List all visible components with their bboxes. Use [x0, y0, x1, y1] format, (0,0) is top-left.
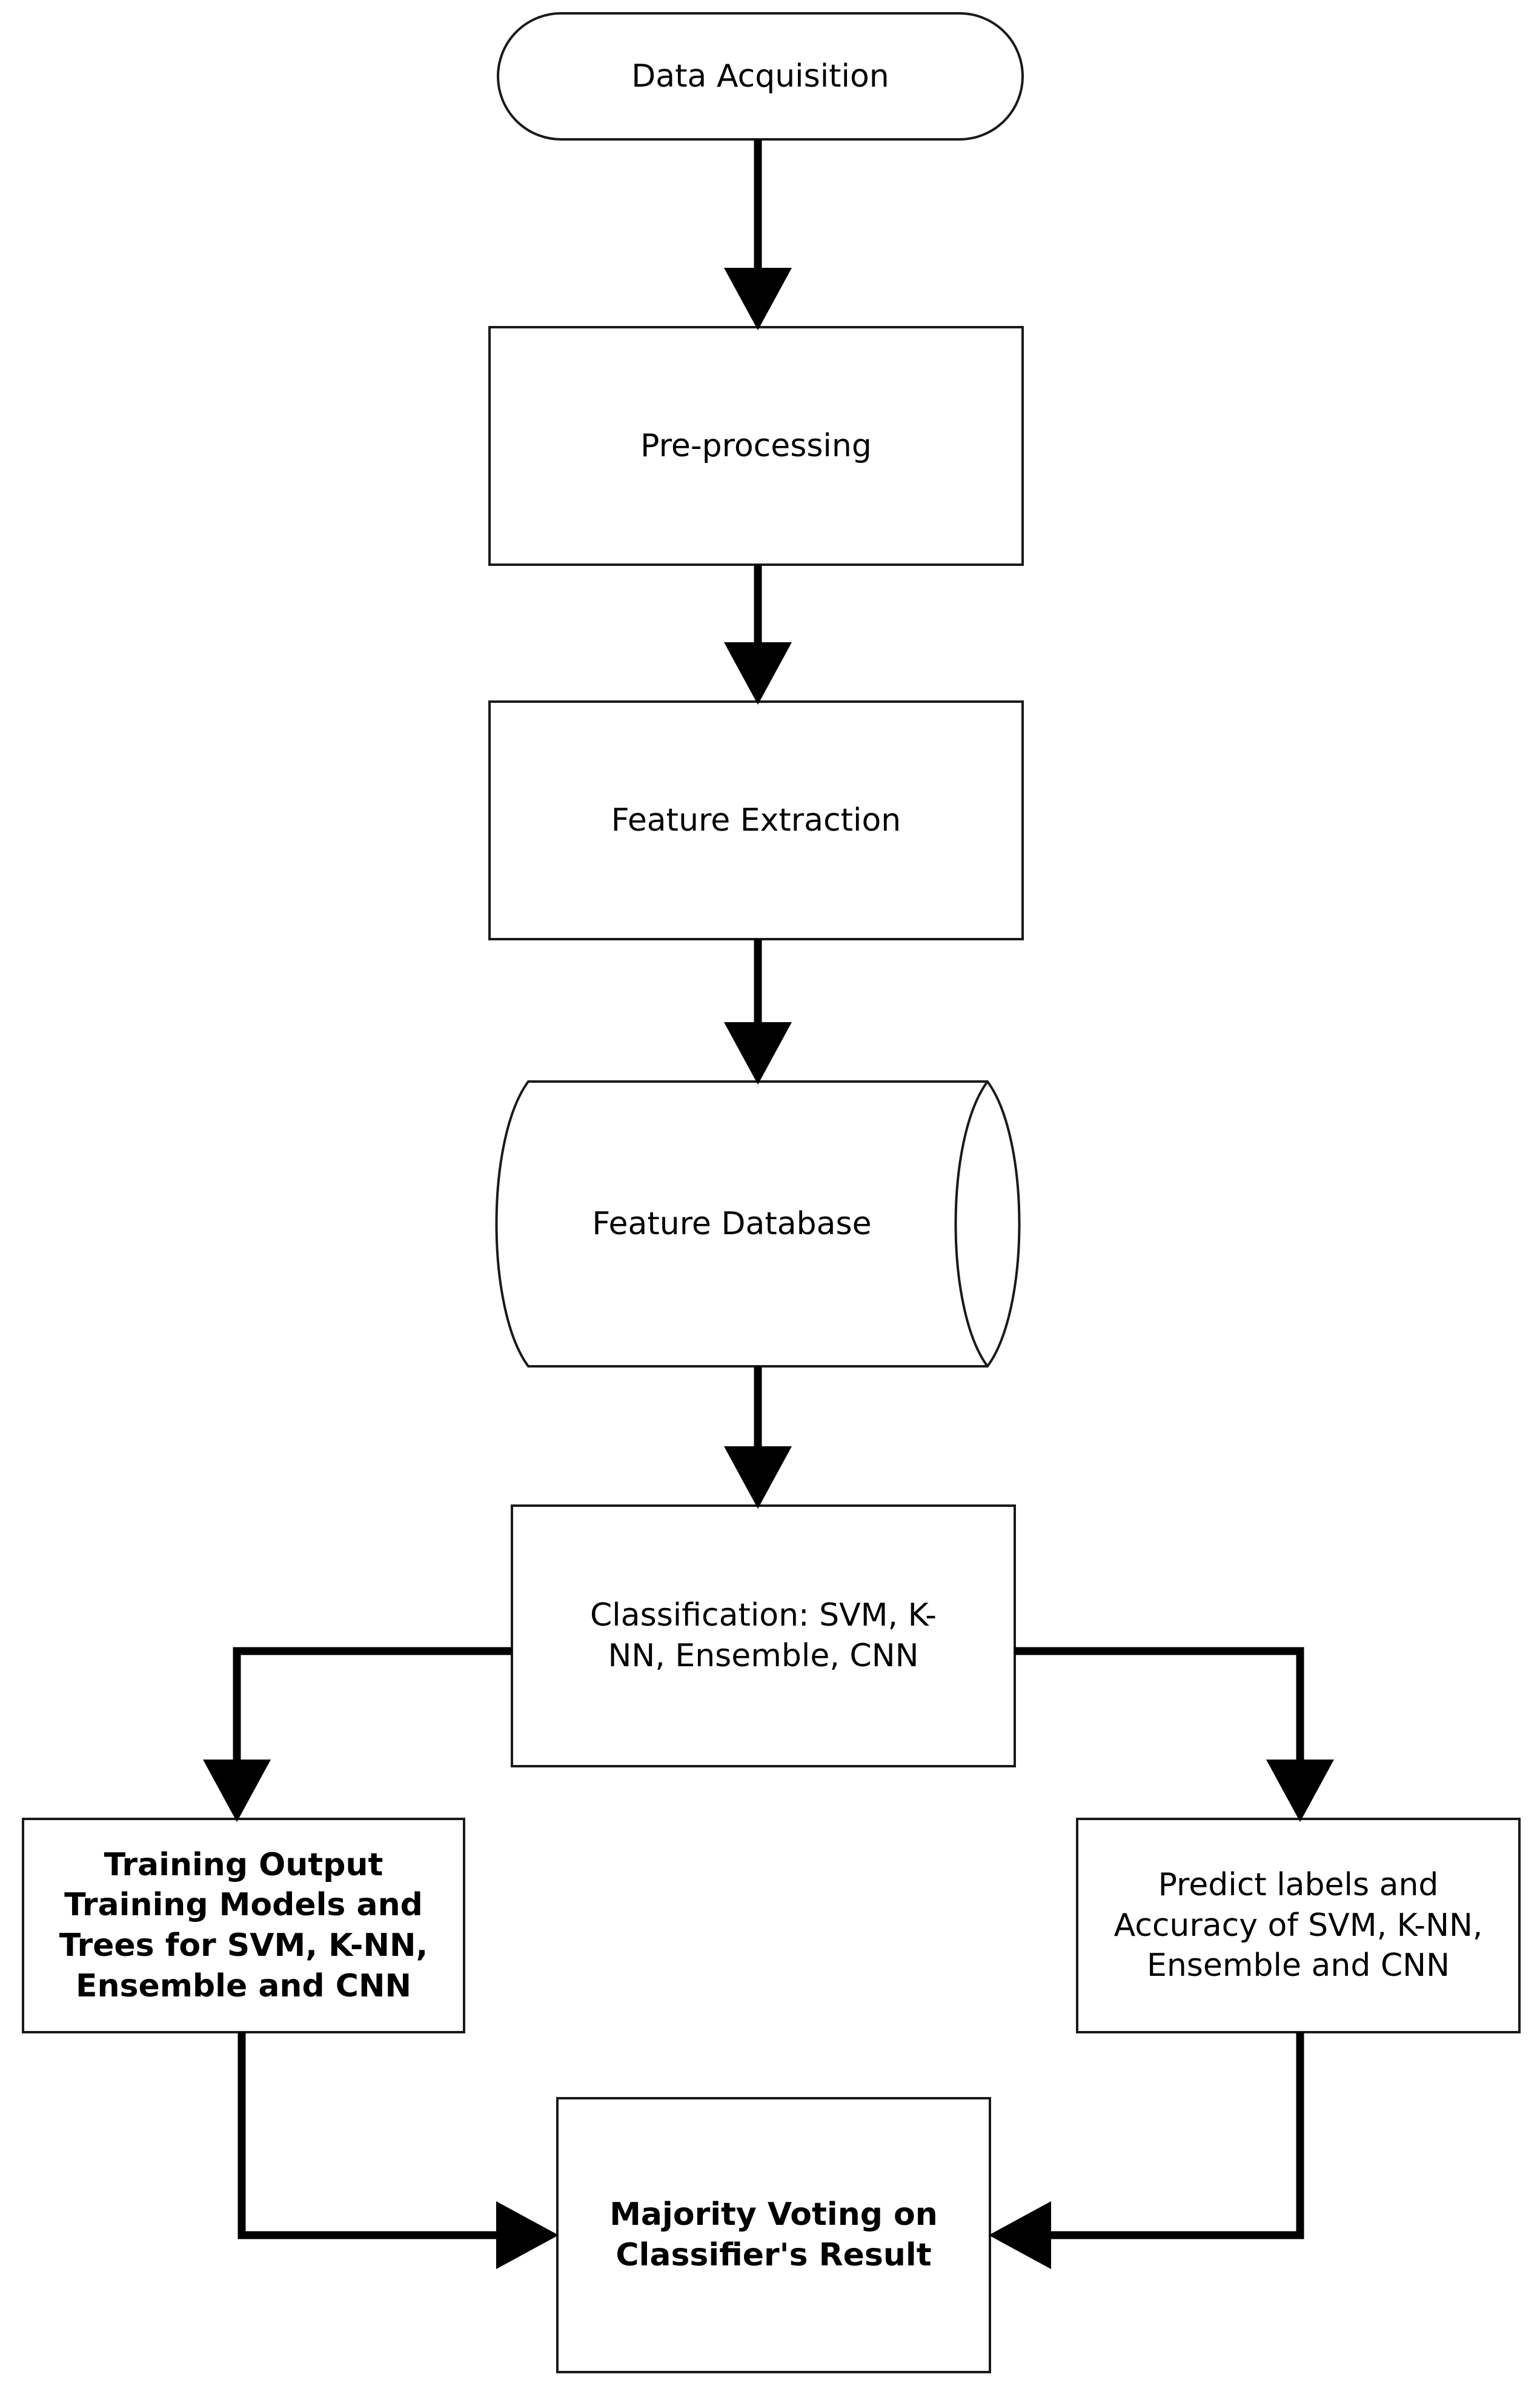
arrowhead-majority-voting-left — [496, 2201, 559, 2269]
arrowhead-feature-database — [724, 1022, 792, 1085]
edge-training-output-to-majority-voting — [237, 2032, 530, 2239]
arrowhead-feature-extraction — [724, 642, 792, 705]
arrowhead-majority-voting-right — [989, 2201, 1051, 2269]
node-shape-training-output[interactable] — [22, 1818, 465, 2033]
node-shape-pre-processing[interactable] — [488, 326, 1024, 566]
node-shape-classification[interactable] — [511, 1504, 1016, 1767]
arrowhead-training-output — [203, 1760, 271, 1822]
node-shape-data-acquisition[interactable] — [497, 12, 1024, 141]
node-shape-feature-database[interactable] — [495, 1080, 1021, 1368]
arrowhead-predict-labels — [1266, 1760, 1334, 1822]
node-shape-feature-extraction[interactable] — [488, 700, 1024, 940]
node-shape-majority-voting[interactable] — [556, 2097, 991, 2373]
arrowhead-classification — [724, 1446, 792, 1509]
arrowhead-pre-processing — [724, 268, 792, 330]
edge-classification-to-predict-labels — [1015, 1647, 1304, 1793]
edge-classification-to-training-output — [233, 1647, 512, 1793]
node-shape-feature-database-right-arc — [954, 1080, 989, 1368]
edge-predict-labels-to-majority-voting — [1017, 2032, 1304, 2239]
node-shape-predict-labels[interactable] — [1076, 1818, 1521, 2033]
